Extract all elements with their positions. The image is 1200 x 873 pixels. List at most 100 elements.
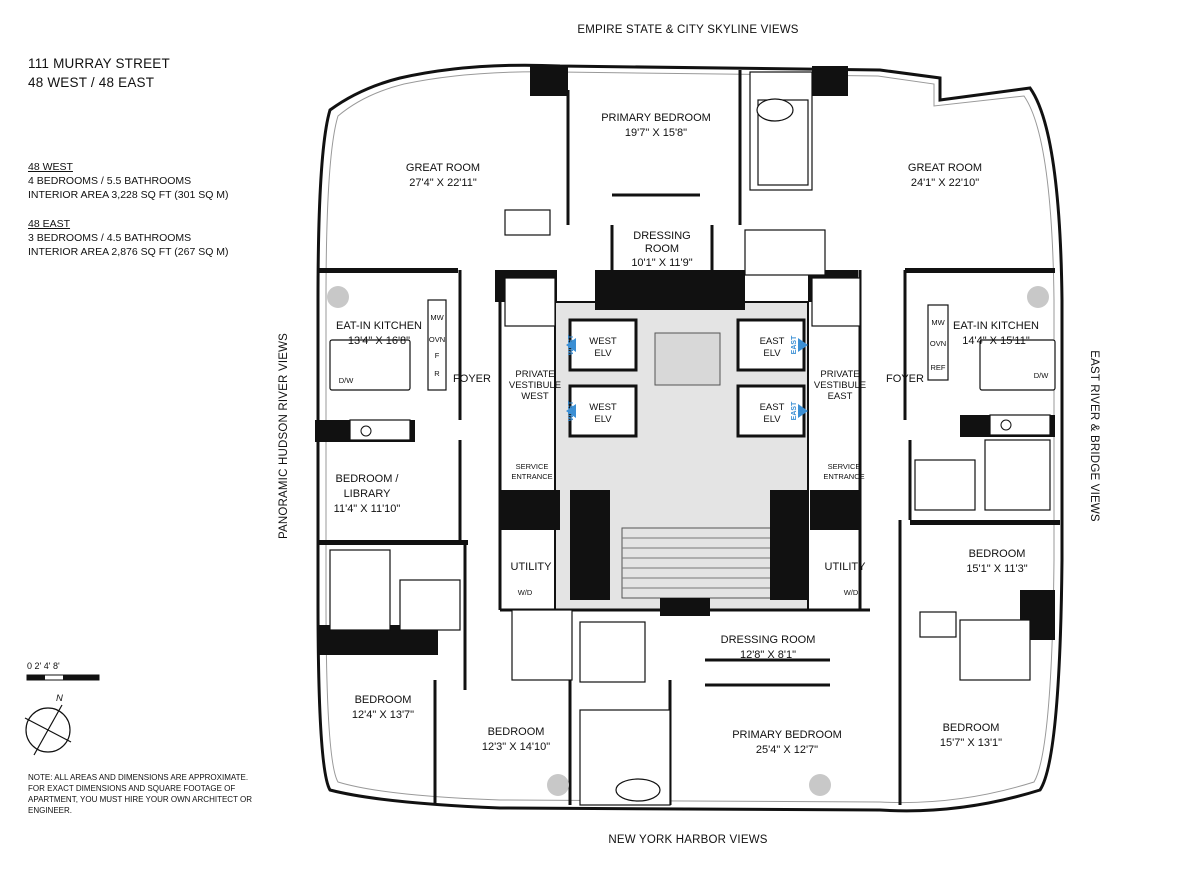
dishwasher-label: D/W <box>339 376 355 385</box>
washer-dryer-label: W/D <box>844 588 859 597</box>
washer-dryer-label: W/D <box>518 588 533 597</box>
vestibule-east-label: EAST <box>828 391 853 402</box>
bedroom-south-label: BEDROOM <box>488 726 545 738</box>
unit-48-west-heading: 48 WEST <box>28 161 73 173</box>
scale-bar-icon <box>27 675 45 680</box>
service-entrance-east-label: ENTRANCE <box>823 472 864 481</box>
utility-east-label: UTILITY <box>825 561 867 573</box>
bedroom-south-dim: 12'3" X 14'10" <box>482 741 550 753</box>
library-dim: 11'4" X 11'10" <box>334 503 401 515</box>
dressing-room-top-label: DRESSING <box>633 230 690 242</box>
foyer-east-label: FOYER <box>886 373 924 385</box>
unit-48-east-rooms: 3 BEDROOMS / 4.5 BATHROOMS <box>28 232 192 244</box>
freezer-label: F <box>435 351 440 360</box>
service-entrance-east-label: SERVICE <box>828 462 861 471</box>
dressing-room-top-dim: 10'1" X 11'9" <box>631 257 692 269</box>
address: 111 MURRAY STREET <box>28 56 170 71</box>
unit-48-west-area: INTERIOR AREA 3,228 SQ FT (301 SQ M) <box>28 189 229 201</box>
foyer-west-label: FOYER <box>453 373 491 385</box>
primary-bedroom-bottom-dim: 25'4" X 12'7" <box>756 744 818 756</box>
great-room-east-label: GREAT ROOM <box>908 162 982 174</box>
building-outline <box>316 63 1064 813</box>
kitchen-east-dim: 14'4" X 15'11" <box>962 335 1030 347</box>
microwave-label: MW <box>430 313 444 322</box>
elevator-marker-icon <box>566 404 576 418</box>
view-label-bottom: NEW YORK HARBOR VIEWS <box>608 834 768 846</box>
dressing-room-bottom-dim: 12'8" X 8'1" <box>740 649 796 661</box>
scale-bar-labels: 0 2' 4' 8' <box>27 661 60 671</box>
compass-north-label: N <box>56 693 63 704</box>
cooktop-icon <box>360 425 372 437</box>
refrigerator-label: REF <box>931 363 946 372</box>
column-icon <box>327 286 349 308</box>
unit-48-west-info: 48 WEST 4 BEDROOMS / 5.5 BATHROOMS INTER… <box>28 160 229 202</box>
unit-48-east-area: INTERIOR AREA 2,876 SQ FT (267 SQ M) <box>28 246 229 258</box>
primary-bedroom-top-dim: 19'7" X 15'8" <box>625 127 687 139</box>
library-label: LIBRARY <box>344 488 392 500</box>
east-elevator-label: EAST <box>760 402 785 413</box>
column-icon <box>547 774 569 796</box>
utility-west-label: UTILITY <box>511 561 553 573</box>
scale-bar-icon <box>63 675 99 680</box>
primary-bedroom-top-label: PRIMARY BEDROOM <box>601 112 711 124</box>
oven-label: OVN <box>429 335 445 344</box>
service-entrance-west-label: ENTRANCE <box>511 472 552 481</box>
bedroom-east-mid-label: BEDROOM <box>969 548 1026 560</box>
vestibule-east-label: VESTIBULE <box>814 380 866 391</box>
elevator-marker-icon <box>798 338 808 352</box>
elevator-marker-icon <box>798 404 808 418</box>
great-room-west-dim: 27'4" X 22'11" <box>409 177 477 189</box>
column-icon <box>809 774 831 796</box>
bedroom-east-mid-dim: 15'1" X 11'3" <box>966 563 1027 575</box>
vestibule-east-label: PRIVATE <box>820 369 859 380</box>
east-elevator-label: ELV <box>763 414 781 425</box>
bathtub-icon <box>615 778 661 802</box>
east-elevator-2 <box>736 384 806 438</box>
elevator-tag: WEST <box>568 400 575 421</box>
east-elevator-label: ELV <box>763 348 781 359</box>
refrigerator-label: R <box>434 369 440 378</box>
compass-icon <box>25 707 71 753</box>
disclaimer-note: NOTE: ALL AREAS AND DIMENSIONS ARE APPRO… <box>28 773 253 815</box>
unit-48-east-heading: 48 EAST <box>28 218 71 230</box>
elevator-marker-icon <box>566 338 576 352</box>
bedroom-southwest-dim: 12'4" X 13'7" <box>352 709 414 721</box>
view-label-top: EMPIRE STATE & CITY SKYLINE VIEWS <box>577 24 799 36</box>
bedroom-southeast-dim: 15'7" X 13'1" <box>940 737 1002 749</box>
unit-48-east-info: 48 EAST 3 BEDROOMS / 4.5 BATHROOMS INTER… <box>28 217 229 259</box>
dressing-room-bottom-label: DRESSING ROOM <box>721 634 816 646</box>
east-elevator-label: EAST <box>760 336 785 347</box>
building-title: 111 MURRAY STREET 48 WEST / 48 EAST <box>28 54 170 92</box>
compass-needle-icon <box>24 717 72 743</box>
unit-48-west-rooms: 4 BEDROOMS / 5.5 BATHROOMS <box>28 175 192 187</box>
dressing-room-top-label: ROOM <box>645 243 679 255</box>
great-room-west-label: GREAT ROOM <box>406 162 480 174</box>
elevator-tag: EAST <box>791 401 798 420</box>
column-icon <box>1027 286 1049 308</box>
primary-bedroom-bottom-label: PRIMARY BEDROOM <box>732 729 842 741</box>
west-elevator-label: WEST <box>589 336 617 347</box>
microwave-label: MW <box>931 318 945 327</box>
service-entrance-west-label: SERVICE <box>516 462 549 471</box>
vestibule-west-label: PRIVATE <box>515 369 554 380</box>
stair-treads <box>622 537 790 589</box>
bathtub-icon <box>756 98 794 122</box>
stair-core <box>621 527 791 599</box>
kitchen-west-label: EAT-IN KITCHEN <box>336 320 422 332</box>
west-elevator-label: WEST <box>589 402 617 413</box>
fixtures <box>329 71 1056 806</box>
core-shaft <box>654 332 721 386</box>
kitchen-east-label: EAT-IN KITCHEN <box>953 320 1039 332</box>
kitchen-west-dim: 13'4" X 16'8" <box>348 335 410 347</box>
vestibule-west-label: WEST <box>521 391 549 402</box>
bedroom-southwest-label: BEDROOM <box>355 694 412 706</box>
bedroom-southeast-label: BEDROOM <box>943 722 1000 734</box>
west-elevator-label: ELV <box>594 348 612 359</box>
cooktop-icon <box>1000 419 1012 431</box>
great-room-east-dim: 24'1" X 22'10" <box>911 177 979 189</box>
west-elevator-label: ELV <box>594 414 612 425</box>
elevator-tag: EAST <box>791 335 798 354</box>
elevator-tag: WEST <box>568 334 575 355</box>
core-wall-block <box>770 490 808 600</box>
